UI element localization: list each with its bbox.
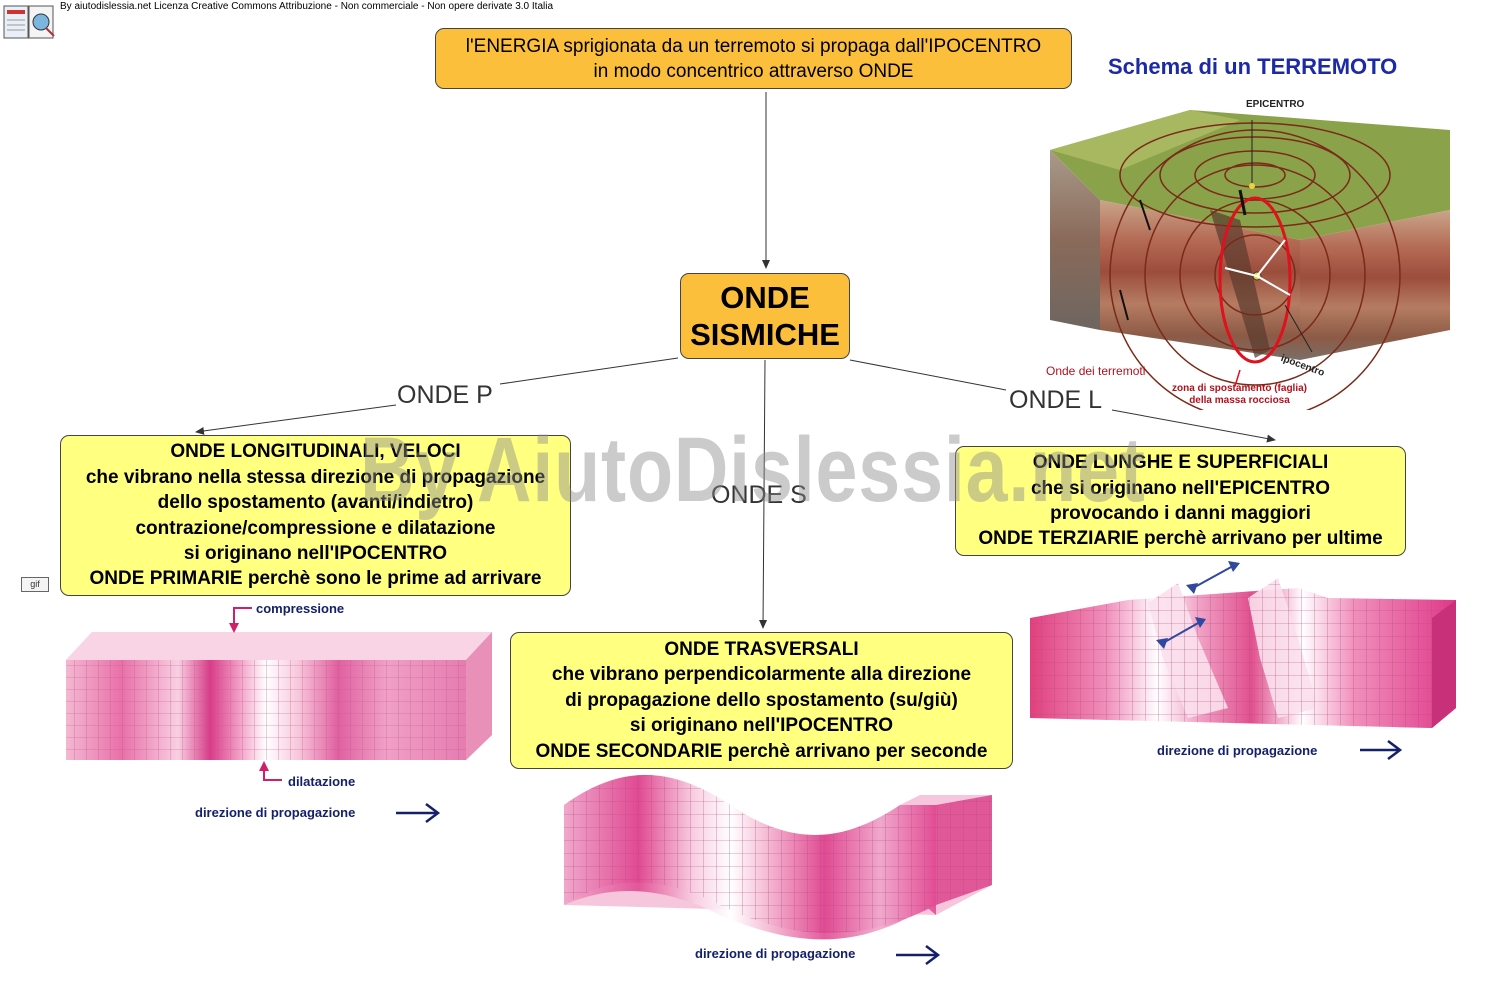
epicentro-label: EPICENTRO xyxy=(1246,99,1305,110)
gif-badge[interactable]: gif xyxy=(21,577,49,592)
s-line: ONDE TRASVERSALI xyxy=(664,638,859,660)
license-text: By aiutodislessia.net Licenza Creative C… xyxy=(60,1,554,12)
connector-center-to-l xyxy=(849,359,1007,391)
onde-p-box: ONDE LONGITUDINALI, VELOCI che vibrano n… xyxy=(60,435,571,596)
watermark: By AiutoDislessia.net xyxy=(360,419,1146,521)
p-line: contrazione/compressione e dilatazione xyxy=(135,517,496,539)
s-line: ONDE SECONDARIE perchè arrivano per seco… xyxy=(535,740,988,762)
energy-intro-line-1: l'ENERGIA sprigionata da un terremoto si… xyxy=(465,35,1042,57)
faglia-label-line-1: zona di spostamento (faglia) xyxy=(1172,383,1308,394)
connector-p-to-box xyxy=(195,404,397,435)
p-line: ONDE PRIMARIE perchè sono le prime ad ar… xyxy=(89,568,542,590)
s-line: che vibrano perpendicolarmente alla dire… xyxy=(551,664,972,686)
faglia-label-line-2: della massa rocciosa xyxy=(1189,395,1290,406)
edge-label-onde-l: ONDE L xyxy=(1009,386,1103,414)
l-line: che si originano nell'EPICENTRO xyxy=(1030,477,1331,499)
s-line: si originano nell'IPOCENTRO xyxy=(629,715,894,737)
energy-intro-line-2: in modo concentrico attraverso ONDE xyxy=(593,60,914,82)
p-wave-illustration xyxy=(66,607,492,823)
center-line-2: SISMICHE xyxy=(690,317,840,352)
l-direzione-label: direzione di propagazione xyxy=(1157,743,1318,758)
l-wave-illustration xyxy=(1030,561,1456,760)
p-direzione-label: direzione di propagazione xyxy=(195,805,356,820)
onde-l-box: ONDE LUNGHE E SUPERFICIALI che si origin… xyxy=(955,446,1406,556)
center-line-1: ONDE xyxy=(720,280,810,315)
quake-schema-title: Schema di un TERREMOTO xyxy=(1108,54,1398,79)
p-line: che vibrano nella stessa direzione di pr… xyxy=(85,466,546,488)
edge-label-onde-s: ONDE S xyxy=(711,481,807,509)
onde-sismiche-box: ONDE SISMICHE xyxy=(680,273,850,359)
l-line: provocando i danni maggiori xyxy=(1050,503,1311,524)
p-line: ONDE LONGITUDINALI, VELOCI xyxy=(170,441,461,463)
connector-l-to-box xyxy=(1111,409,1276,443)
dilatazione-label: dilatazione xyxy=(288,774,356,789)
connector-center-to-s xyxy=(759,359,768,629)
onde-s-box: ONDE TRASVERSALI che vibrano perpendicol… xyxy=(510,632,1013,769)
p-line: si originano nell'IPOCENTRO xyxy=(183,542,448,564)
s-wave-illustration xyxy=(564,775,992,965)
p-line: dello spostamento (avanti/indietro) xyxy=(157,492,474,514)
edge-label-onde-p: ONDE P xyxy=(397,381,493,409)
onde-terremoti-label: Onde dei terremoti xyxy=(1046,364,1146,378)
energy-intro-box: l'ENERGIA sprigionata da un terremoto si… xyxy=(435,28,1072,89)
l-line: ONDE LUNGHE E SUPERFICIALI xyxy=(1032,452,1329,474)
s-line: di propagazione dello spostamento (su/gi… xyxy=(565,689,958,711)
l-line: ONDE TERZIARIE perchè arrivano per ultim… xyxy=(978,528,1383,550)
compressione-label: compressione xyxy=(256,601,345,616)
faglia-label: zona di spostamento (faglia) della massa… xyxy=(1172,383,1307,407)
connector-center-to-p xyxy=(499,357,679,385)
s-direzione-label: direzione di propagazione xyxy=(695,946,856,961)
book-logo-icon xyxy=(3,5,55,39)
earthquake-block-illustration xyxy=(1050,110,1450,410)
